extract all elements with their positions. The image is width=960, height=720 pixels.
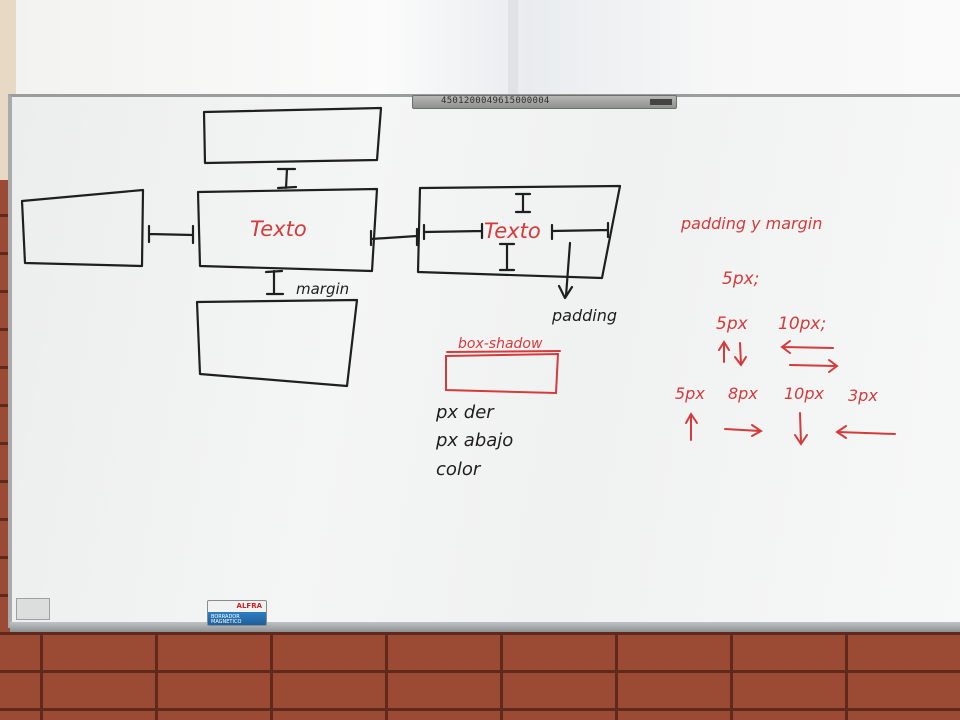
box-right: [416, 184, 622, 280]
window-light: [0, 0, 960, 180]
box-bottom: [195, 298, 359, 388]
four-value-3: 10px: [784, 384, 825, 403]
padding-arrow: [557, 241, 574, 300]
window-frame: [508, 0, 518, 100]
box-right-label: Texto: [484, 219, 541, 243]
shadow-note-1: px der: [435, 402, 495, 423]
padding-marker-bottom: [498, 242, 516, 272]
box-shadow-underline: [446, 350, 561, 353]
marker-tip: [650, 99, 672, 105]
arrow-left-small: [780, 340, 834, 354]
box-left: [20, 188, 145, 268]
magnetic-eraser: ALFRA BORRADOR MAGNETICO: [207, 600, 267, 626]
whiteboard-tray: [10, 622, 960, 632]
padding-label: padding: [551, 306, 617, 325]
arrow-top: [685, 412, 698, 441]
padding-marker-right: [550, 221, 610, 241]
padding-marker-left: [422, 222, 484, 241]
arrow-right: [724, 424, 763, 437]
padding-marker-top: [514, 192, 532, 214]
margin-marker-bottom: [264, 269, 285, 296]
arrow-left: [835, 425, 896, 439]
eraser-label: BORRADOR MAGNETICO: [211, 614, 242, 625]
four-value-1: 5px: [675, 384, 705, 403]
shadow-note-3: color: [436, 459, 482, 480]
four-value-2: 8px: [728, 384, 758, 403]
margin-marker-right: [369, 227, 419, 247]
shorthand-title: padding y margin: [680, 214, 822, 233]
one-value: 5px;: [722, 269, 759, 289]
arrow-right-small: [789, 359, 839, 373]
box-top: [202, 106, 383, 165]
two-value-2: 10px;: [778, 314, 826, 334]
margin-marker-left: [147, 224, 195, 245]
box-center: [196, 187, 379, 273]
shadow-note-2: px abajo: [435, 430, 513, 451]
arrow-down-small: [734, 342, 747, 367]
eraser-brand: ALFRA: [236, 602, 262, 610]
margin-marker-top: [276, 167, 298, 190]
box-shadow-box: [445, 352, 560, 395]
two-value-1: 5px: [716, 314, 749, 334]
marker-barcode: 4501200049615000004: [441, 96, 550, 106]
margin-label: margin: [296, 280, 349, 298]
marker-holder: 4501200049615000004: [412, 95, 677, 109]
arrow-bottom: [794, 412, 808, 446]
arrow-up-small: [718, 340, 730, 363]
whiteboard: [8, 94, 960, 628]
box-center-label: Texto: [250, 217, 307, 241]
box-shadow-label: box-shadow: [458, 336, 543, 352]
four-value-4: 3px: [848, 386, 878, 405]
board-label-plate: [16, 598, 50, 620]
